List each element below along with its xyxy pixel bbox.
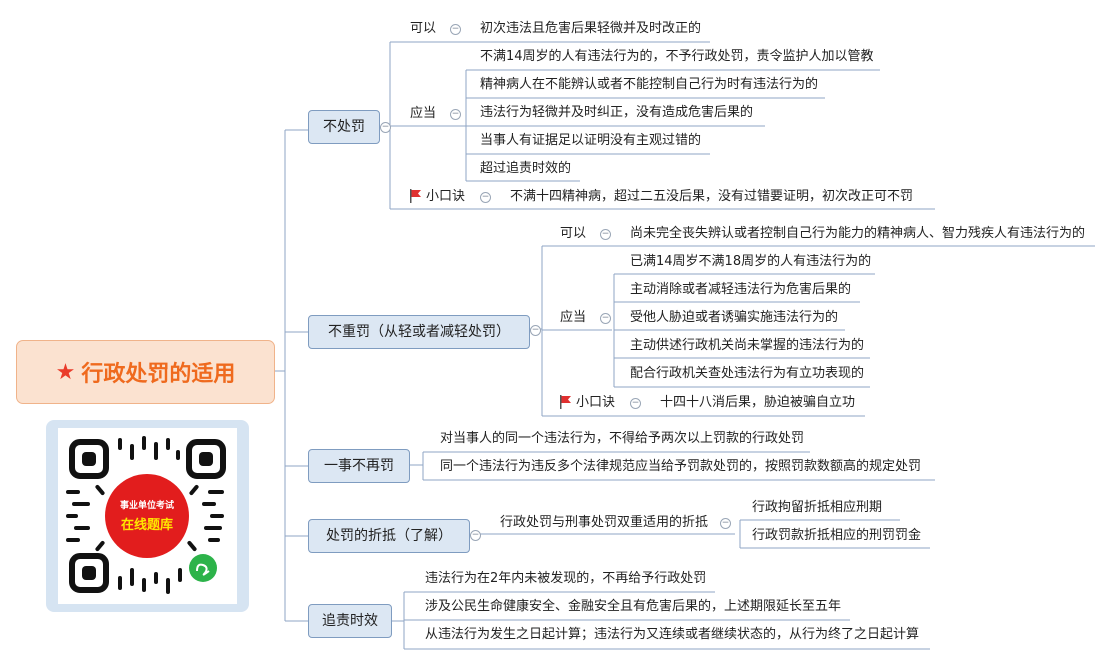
list-item: 超过追责时效的 [480, 161, 572, 176]
list-item: 行政罚款折抵相应的刑罚罚金 [752, 528, 922, 543]
list-item: 行政拘留折抵相应刑期 [752, 500, 883, 515]
keyi-label: 可以 [560, 226, 587, 241]
qr-code-panel: 事业单位考试 在线题库 [46, 420, 249, 612]
root-topic[interactable]: ★ 行政处罚的适用 [16, 340, 275, 404]
qr-center-badge [105, 474, 189, 558]
list-item: 涉及公民生命健康安全、金融安全且有危害后果的，上述期限延长至五年 [425, 599, 842, 614]
mnemonic-label: 小口诀 [576, 395, 616, 410]
collapse-icon[interactable]: − [600, 229, 611, 240]
list-item: 初次违法且危害后果轻微并及时改正的 [480, 21, 702, 36]
collapse-icon[interactable]: − [450, 24, 461, 35]
list-item: 受他人胁迫或者诱骗实施违法行为的 [630, 310, 839, 325]
list-item: 尚未完全丧失辨认或者控制自己行为能力的精神病人、智力残疾人有违法行为的 [630, 226, 1086, 241]
branch-no-double-penalty[interactable]: 一事不再罚 [308, 449, 410, 483]
list-item: 对当事人的同一个违法行为，不得给予两次以上罚款的行政处罚 [440, 431, 805, 446]
mnemonic-text: 十四十八消后果，胁迫被骗自立功 [660, 395, 856, 410]
mnemonic-text: 不满十四精神病，超过二五没后果，没有过错要证明，初次改正可不罚 [510, 189, 914, 204]
branch-offset[interactable]: 处罚的折抵（了解） [308, 519, 470, 553]
qr-line-1: 事业单位考试 [119, 501, 174, 511]
keyi-label: 可以 [410, 21, 437, 36]
star-icon: ★ [55, 359, 76, 385]
collapse-icon[interactable]: − [630, 398, 641, 409]
collapse-icon[interactable]: − [480, 192, 491, 203]
flag-icon [560, 395, 571, 409]
list-item: 违法行为在2年内未被发现的，不再给予行政处罚 [425, 571, 707, 586]
collapse-icon[interactable]: − [600, 313, 611, 324]
yingdang-label: 应当 [410, 106, 437, 121]
branch-time-limit[interactable]: 追责时效 [308, 604, 392, 638]
qr-code: 事业单位考试 在线题库 [58, 428, 237, 604]
root-title: 行政处罚的适用 [81, 362, 236, 387]
list-item: 不满14周岁的人有违法行为的，不予行政处罚，责令监护人加以管教 [480, 49, 874, 64]
list-item: 精神病人在不能辨认或者不能控制自己行为时有违法行为的 [480, 77, 819, 92]
branch-lighter-punishment[interactable]: 不重罚（从轻或者减轻处罚） [308, 315, 530, 349]
collapse-icon[interactable]: − [530, 325, 541, 336]
qr-line-2: 在线题库 [120, 518, 173, 533]
yingdang-label: 应当 [560, 310, 587, 325]
list-item: 违法行为轻微并及时纠正，没有造成危害后果的 [480, 105, 754, 120]
branch-no-punishment[interactable]: 不处罚 [308, 110, 380, 144]
collapse-icon[interactable]: − [470, 530, 481, 541]
list-item: 主动消除或者减轻违法行为危害后果的 [630, 282, 852, 297]
list-item: 同一个违法行为违反多个法律规范应当给予罚款处罚的，按照罚款数额高的规定处罚 [440, 459, 922, 474]
mnemonic-label: 小口诀 [426, 189, 466, 204]
collapse-icon[interactable]: − [720, 518, 731, 529]
list-item: 当事人有证据足以证明没有主观过错的 [480, 133, 702, 148]
list-item: 配合行政机关查处违法行为有立功表现的 [630, 366, 865, 381]
list-item: 已满14周岁不满18周岁的人有违法行为的 [630, 254, 872, 269]
list-item: 从违法行为发生之日起计算；违法行为又连续或者继续状态的，从行为终了之日起计算 [425, 627, 920, 642]
collapse-icon[interactable]: − [450, 109, 461, 120]
offset-description: 行政处罚与刑事处罚双重适用的折抵 [500, 515, 709, 530]
mini-program-icon [189, 554, 217, 582]
qr-code-pattern [66, 436, 226, 594]
collapse-icon[interactable]: − [380, 122, 391, 133]
flag-icon [410, 189, 421, 203]
list-item: 主动供述行政机关尚未掌握的违法行为的 [630, 338, 865, 353]
